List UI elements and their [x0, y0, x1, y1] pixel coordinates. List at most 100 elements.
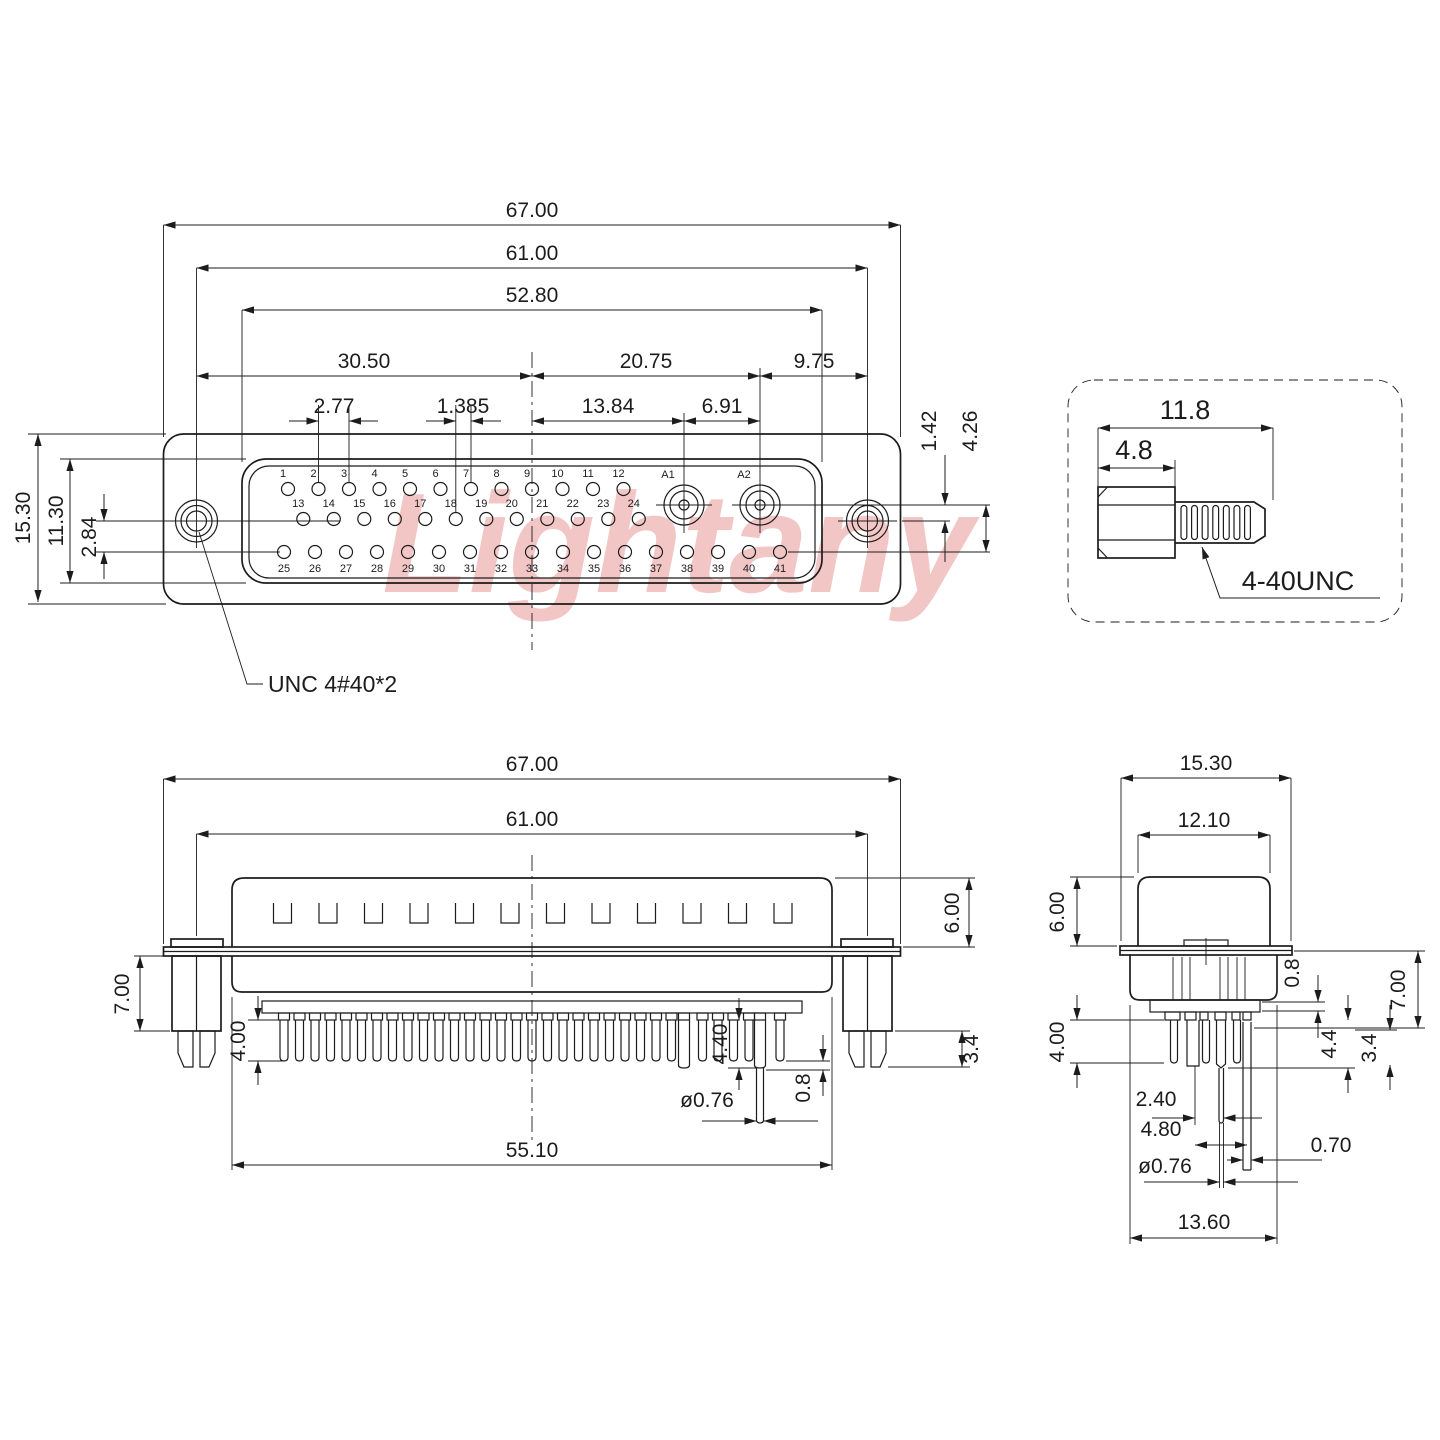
pin-hole: [772, 544, 788, 560]
screw-extension-lines: [1097, 428, 1274, 500]
pdim-coax-pin-length: 4.4: [1318, 1029, 1341, 1059]
dim-overall-width: 67.00: [506, 199, 559, 222]
pin-shoulder: [324, 1012, 337, 1021]
pin-hole: [585, 481, 601, 497]
pdim-tip-step: 3.4: [1358, 1033, 1381, 1063]
pin-hole: [570, 511, 585, 527]
profile-dimension-lines: [1073, 774, 1422, 1242]
pin-shoulder: [510, 1012, 523, 1021]
pin-shoulder: [308, 1012, 322, 1021]
dim-screw-total: 11.8: [1160, 395, 1211, 425]
pin-number: 25: [278, 563, 290, 575]
bdim-overall-width: 67.00: [506, 753, 559, 776]
pin-number: 13: [292, 498, 304, 510]
pin-number: 5: [402, 468, 408, 480]
pin-number: 12: [612, 468, 624, 480]
pin-number: 24: [628, 498, 640, 510]
bottom-shell-slots: [272, 903, 793, 924]
profile-extension-lines: [1070, 778, 1425, 1244]
pin-shoulder: [618, 1012, 632, 1021]
solder-pin: [511, 1020, 522, 1062]
shell-slot: [500, 903, 520, 924]
thread-note-leader: [198, 531, 263, 685]
shell-slot: [773, 903, 793, 924]
dim-center-to-a1: 13.84: [582, 395, 635, 418]
solder-pin: [310, 1020, 320, 1062]
bottom-screw-left: [171, 955, 222, 1068]
solder-pin: [372, 1020, 382, 1062]
shell-slot: [591, 903, 611, 924]
pin-number: 35: [588, 563, 600, 575]
pdim-block-depth: 13.60: [1178, 1211, 1231, 1234]
bdim-coax-pin-length: 4.40: [709, 1024, 732, 1065]
solder-pin: [418, 1020, 429, 1062]
pin-hole: [307, 544, 323, 560]
pin-number: 39: [712, 563, 724, 575]
bdim-pin-diameter: ø0.76: [680, 1089, 734, 1112]
pin-hole: [431, 544, 447, 560]
pin-shoulder: [339, 1012, 353, 1021]
solder-pin: [775, 1020, 785, 1062]
solder-pin: [651, 1020, 661, 1062]
pdim-tail-width: 0.70: [1311, 1134, 1352, 1157]
dim-shell-width: 52.80: [506, 284, 559, 307]
pin-hole: [648, 544, 664, 560]
dim-a1-to-a2: 6.91: [702, 395, 743, 418]
dim-left-span: 30.50: [338, 350, 391, 373]
solder-pin: [387, 1020, 398, 1062]
pin-number: 40: [743, 563, 755, 575]
thread-spec-leader: [1201, 546, 1380, 599]
bdim-leg-length: 3.4: [960, 1034, 983, 1064]
pin-number: A2: [737, 469, 750, 481]
pin-number: A1: [661, 469, 674, 481]
pin-shoulder: [355, 1012, 368, 1021]
thread-spec: 4-40UNC: [1242, 566, 1355, 596]
pin-hole: [296, 511, 311, 527]
thread-note: UNC 4#40*2: [268, 671, 397, 697]
solder-pin: [449, 1020, 460, 1062]
pin-number: 34: [557, 563, 569, 575]
pin-hole: [338, 544, 354, 560]
pin-shoulder: [556, 1012, 570, 1021]
pin-hole: [493, 544, 509, 560]
pin-hole: [509, 511, 524, 527]
pin-hole: [479, 511, 494, 527]
pin-hole: [402, 481, 418, 497]
pin-hole: [555, 544, 571, 560]
pin-hole: [369, 544, 385, 560]
bdim-shell-width: 55.10: [506, 1139, 559, 1162]
shell-slot: [454, 903, 475, 924]
pin-shoulder: [417, 1012, 430, 1021]
pin-number: 28: [371, 563, 383, 575]
pin-hole: [616, 481, 631, 497]
solder-pin: [341, 1020, 351, 1062]
dim-axis-to-row3: 2.84: [78, 516, 101, 557]
solder-pin: [635, 1020, 646, 1062]
shell-slot: [727, 903, 748, 924]
pin-hole: [400, 544, 416, 560]
pin-shoulder: [541, 1012, 554, 1021]
solder-pin: [604, 1020, 615, 1062]
pin-shoulder: [463, 1012, 477, 1021]
dim-a-axis-to-row3: 4.26: [959, 411, 982, 452]
pin-number: 41: [774, 563, 786, 575]
pin-number: 37: [650, 563, 662, 575]
solder-pin: [403, 1020, 413, 1062]
pin-hole: [494, 481, 509, 497]
pin-hole: [387, 511, 402, 527]
pin-shoulder: [665, 1012, 678, 1021]
bdim-bracket-height: 7.00: [111, 974, 134, 1015]
coax-sleeve-pin: [753, 1020, 767, 1069]
pin-number: 18: [445, 498, 457, 510]
pdim-pin-spacing-b: 4.80: [1141, 1118, 1182, 1141]
front-extension-lines: [28, 225, 990, 605]
pin-number: 20: [506, 498, 518, 510]
solder-pin: [713, 1020, 723, 1062]
pin-number: 11: [582, 468, 593, 480]
dim-center-to-a2: 20.75: [620, 350, 673, 373]
solder-pin: [620, 1020, 630, 1062]
pin-number: 22: [567, 498, 579, 510]
pin-hole: [463, 481, 479, 497]
